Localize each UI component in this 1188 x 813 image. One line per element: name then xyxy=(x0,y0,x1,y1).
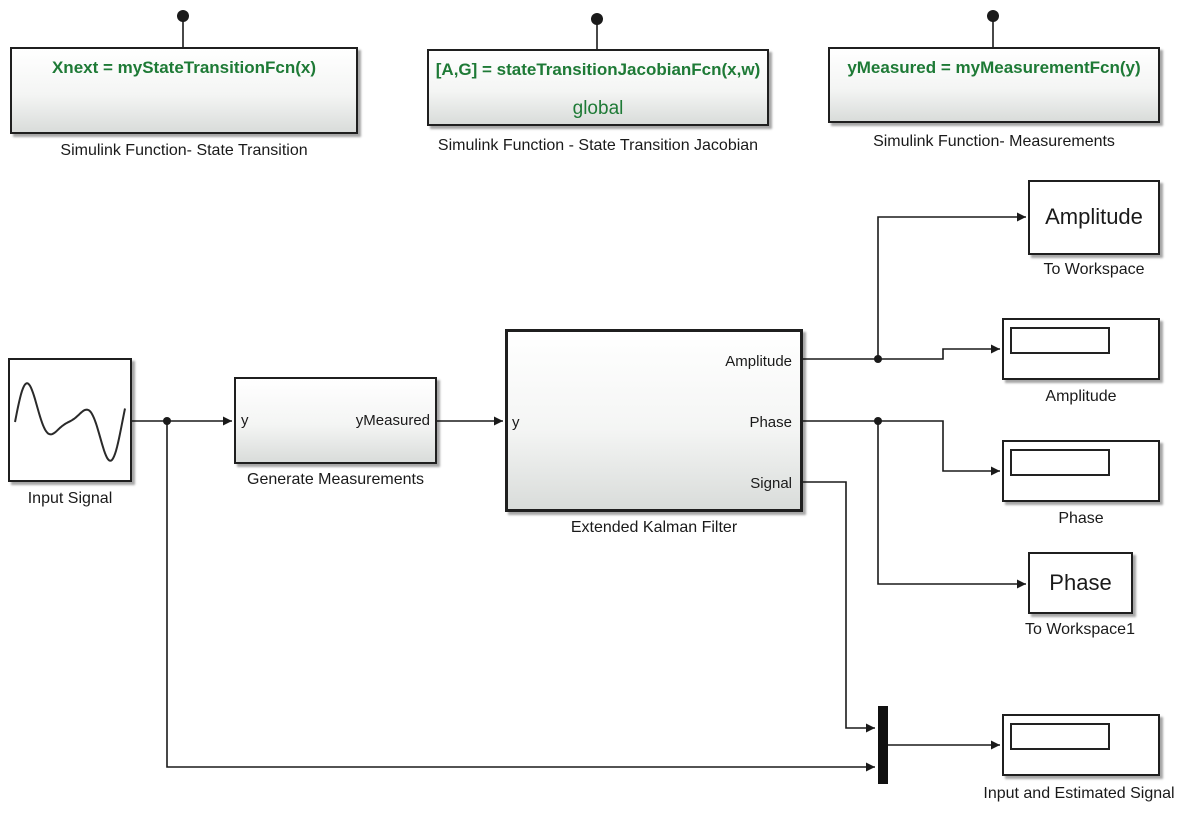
input-signal-block[interactable] xyxy=(8,358,132,482)
input-estimated-scope-display xyxy=(1010,723,1110,750)
amplitude-scope-caption: Amplitude xyxy=(1045,388,1117,405)
to-workspace1-variable: Phase xyxy=(1049,570,1112,595)
generate-caption: Generate Measurements xyxy=(247,471,424,488)
measurement-caption: Simulink Function- Measurements xyxy=(873,133,1115,150)
ekf-block[interactable]: y Amplitude Phase Signal xyxy=(505,329,803,512)
ekf-caption: Extended Kalman Filter xyxy=(570,519,738,536)
generate-measurements-block[interactable]: y yMeasured xyxy=(234,377,437,464)
input-signal-caption: Input Signal xyxy=(27,490,113,507)
state-transition-signature: Xnext = myStateTransitionFcn(x) xyxy=(51,58,317,77)
ekf-input-port-label: y xyxy=(512,414,520,431)
phase-scope-display xyxy=(1010,449,1110,476)
phase-scope-caption: Phase xyxy=(1058,510,1104,527)
amplitude-scope-display xyxy=(1010,327,1110,354)
state-transition-function-block[interactable]: Xnext = myStateTransitionFcn(x) xyxy=(10,47,358,134)
branch-point-phase xyxy=(874,417,882,425)
branch-point-input xyxy=(163,417,171,425)
jacobian-function-block[interactable]: [A,G] = stateTransitionJacobianFcn(x,w) … xyxy=(427,49,769,126)
fn-port-dot-3 xyxy=(987,10,999,22)
input-estimated-scope-caption: Input and Estimated Signal xyxy=(983,785,1175,802)
fn-port-dot-1 xyxy=(177,10,189,22)
generate-output-port-label: yMeasured xyxy=(355,412,430,429)
generate-input-port-label: y xyxy=(241,412,249,429)
jacobian-signature: [A,G] = stateTransitionJacobianFcn(x,w) xyxy=(435,60,761,79)
to-workspace1-caption: To Workspace1 xyxy=(1025,621,1135,638)
to-workspace-block[interactable]: Amplitude xyxy=(1028,180,1160,255)
mux-block xyxy=(878,706,888,784)
ekf-signal-port-label: Signal xyxy=(750,475,792,492)
measurement-function-block[interactable]: yMeasured = myMeasurementFcn(y) xyxy=(828,47,1160,123)
state-transition-caption: Simulink Function- State Transition xyxy=(60,142,308,159)
jacobian-caption: Simulink Function - State Transition Jac… xyxy=(437,137,759,154)
wire-ekf-phase xyxy=(803,420,1000,476)
input-estimated-scope-block[interactable] xyxy=(1002,714,1160,776)
phase-scope-block[interactable] xyxy=(1002,440,1160,502)
sine-wave-icon xyxy=(14,382,126,462)
to-workspace-caption: To Workspace xyxy=(1043,261,1145,278)
amplitude-scope-block[interactable] xyxy=(1002,318,1160,380)
to-workspace1-block[interactable]: Phase xyxy=(1028,552,1133,614)
wire-ekf-amplitude xyxy=(803,212,1026,360)
measurement-signature: yMeasured = myMeasurementFcn(y) xyxy=(847,58,1141,77)
ekf-amplitude-port-label: Amplitude xyxy=(725,353,792,370)
wire-amplitude-to-scope xyxy=(878,344,1000,360)
wire-input-to-mux xyxy=(166,421,875,772)
ekf-phase-port-label: Phase xyxy=(749,414,792,431)
branch-point-amplitude xyxy=(874,355,882,363)
jacobian-scope-label: global xyxy=(572,98,624,119)
fn-port-dot-2 xyxy=(591,13,603,25)
wire-phase-to-workspace xyxy=(877,421,1026,589)
wire-ekf-signal xyxy=(803,481,875,733)
to-workspace-variable: Amplitude xyxy=(1045,204,1143,229)
